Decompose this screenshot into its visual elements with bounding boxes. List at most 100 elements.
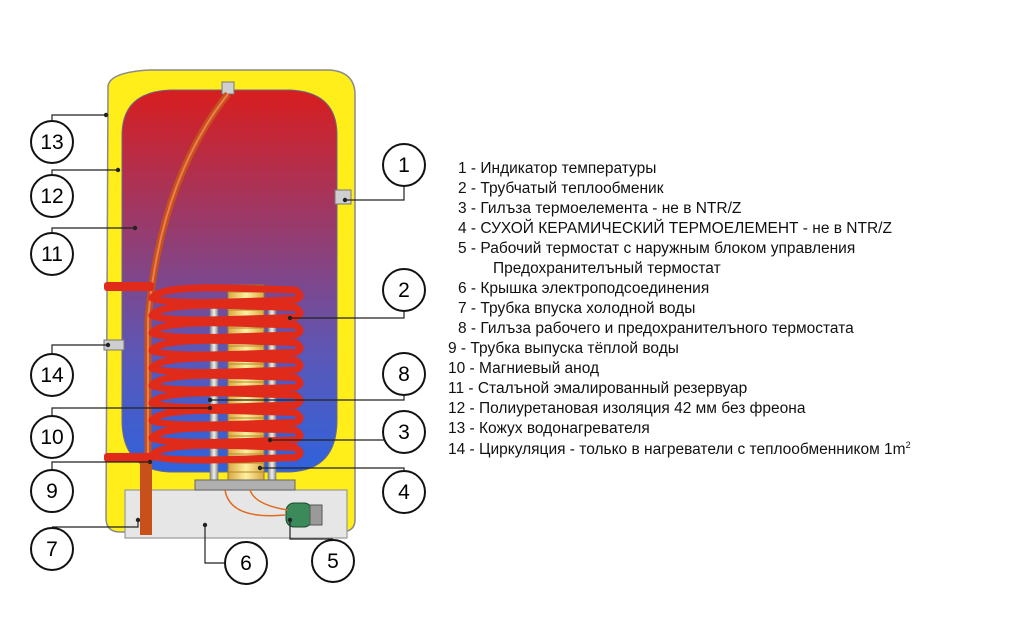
callout-leader <box>345 187 405 201</box>
legend-superscript: 2 <box>905 440 911 450</box>
legend-item-text: 1 - Индикатор температуры <box>458 160 657 177</box>
legend-item: 1 - Индикатор температуры <box>458 160 656 178</box>
legend-item-text: 8 - Гилъза рабочего и предохранителъного… <box>458 320 854 337</box>
callout-leader <box>210 396 405 401</box>
callout-number: 7 <box>46 538 58 561</box>
legend-item: 2 - Трубчатый теплообменик <box>458 180 664 198</box>
callout-number: 1 <box>398 154 410 177</box>
coil-turn <box>148 336 304 359</box>
callout-dot <box>287 517 293 523</box>
callout-circle <box>30 120 74 164</box>
legend-item: 7 - Трубка впуска холодной воды <box>458 300 695 318</box>
coil-turn <box>148 319 304 341</box>
legend-item: 13 - Кожух водонагревателя <box>448 420 650 438</box>
coil-turn <box>148 441 304 464</box>
callout-circle <box>382 352 426 396</box>
callout-leader <box>51 407 210 415</box>
legend-item-text: 14 - Циркуляция - только в нагреватели с… <box>448 441 906 459</box>
callout-dot <box>257 465 263 471</box>
cold-water-pipe <box>140 455 152 535</box>
legend-item-text: 6 - Крышка электроподсоединения <box>458 280 710 297</box>
coil-turn <box>148 424 304 446</box>
thermostat-knob <box>309 504 323 526</box>
callout-dot <box>207 405 213 411</box>
callout-dot <box>207 397 213 403</box>
coil-outlet <box>104 453 154 462</box>
legend-item: 9 - Трубка выпуска тёплой воды <box>448 340 679 358</box>
legend-item: Предохранителъный термостат <box>493 260 721 278</box>
callout-leader <box>51 461 150 469</box>
callout-circle <box>30 527 74 571</box>
heat-exchanger-coil <box>148 284 304 464</box>
callout-circle <box>224 541 268 585</box>
callout-circle <box>382 410 426 454</box>
callout-number: 10 <box>40 426 63 449</box>
legend-item-text: 11 - Сталъной эмалированный резервуар <box>448 380 748 397</box>
callout-number: 5 <box>327 550 339 573</box>
callout-dot <box>147 459 153 465</box>
callout-circle <box>311 539 355 583</box>
coil-turn <box>148 301 304 324</box>
callout-circle <box>30 232 74 276</box>
legend-item-text: 10 - Магниевый анод <box>448 360 600 377</box>
legend-item-text: 5 - Рабочий термостат с наружным блоком … <box>458 240 856 257</box>
legend-item: 3 - Гилъза термоелемента - не в NTR/Z <box>458 200 741 218</box>
coil-turn <box>148 371 304 394</box>
callout-number: 8 <box>398 363 410 386</box>
wiring <box>224 489 289 517</box>
callout-number: 9 <box>46 480 58 503</box>
legend-item-text: 7 - Трубка впуска холодной воды <box>458 300 696 317</box>
callout-circle <box>30 415 74 459</box>
temperature-indicator <box>334 189 352 205</box>
callout-leader <box>290 312 405 319</box>
callout-dot <box>287 315 293 321</box>
callout-dot <box>103 112 109 118</box>
legend-item: 6 - Крышка электроподсоединения <box>458 280 709 298</box>
legend-item: 10 - Магниевый анод <box>448 360 599 378</box>
callout-leader <box>204 525 224 564</box>
element-flange <box>194 479 296 491</box>
legend-item: 8 - Гилъза рабочего и предохранителъного… <box>458 320 854 338</box>
coil-turn <box>148 354 304 376</box>
legend-item-text: 2 - Трубчатый теплообменик <box>458 180 664 197</box>
legend-item-text: Предохранителъный термостат <box>493 260 721 277</box>
legend-item-text: 9 - Трубка выпуска тёплой воды <box>448 340 679 357</box>
callout-circle <box>382 268 426 312</box>
callout-dot <box>105 342 111 348</box>
callout-leader <box>51 344 108 353</box>
legend-item: 14 - Циркуляция - только в нагреватели с… <box>448 440 911 459</box>
legend-item-text: 13 - Кожух водонагревателя <box>448 420 650 437</box>
coil-turn <box>148 406 304 429</box>
callout-number: 6 <box>240 552 252 575</box>
legend-item: 4 - СУХОЙ КЕРАМИЧЕСКИЙ ТЕРМОЕЛЕМЕНТ - не… <box>458 220 892 238</box>
callout-leader <box>52 520 139 528</box>
callout-number: 13 <box>40 131 63 154</box>
callout-leader <box>51 114 106 120</box>
callout-circle <box>382 470 426 514</box>
callout-dot <box>132 225 138 231</box>
callout-number: 4 <box>398 481 410 504</box>
callout-leader <box>289 520 333 540</box>
legend-item: 5 - Рабочий термостат с наружным блоком … <box>458 240 855 258</box>
callout-dot <box>115 167 121 173</box>
callout-circle <box>30 174 74 218</box>
top-socket <box>221 81 235 95</box>
callout-number: 2 <box>398 279 410 302</box>
callout-dot <box>342 197 348 203</box>
legend-item: 11 - Сталъной эмалированный резервуар <box>448 380 747 398</box>
callout-leader <box>51 169 118 174</box>
callout-dot <box>202 522 208 528</box>
coil-turn <box>148 284 304 306</box>
legend-item: 12 - Полиуретановая изоляция 42 мм без ф… <box>448 400 805 418</box>
callout-number: 11 <box>41 243 63 266</box>
callout-leader <box>260 467 405 470</box>
legend-item-text: 12 - Полиуретановая изоляция 42 мм без ф… <box>448 400 806 417</box>
callout-circle <box>30 469 74 513</box>
callout-leader <box>51 227 135 232</box>
callout-dot <box>135 517 141 523</box>
callout-circle <box>30 353 74 397</box>
legend-item-text: 3 - Гилъза термоелемента - не в NTR/Z <box>458 200 742 217</box>
